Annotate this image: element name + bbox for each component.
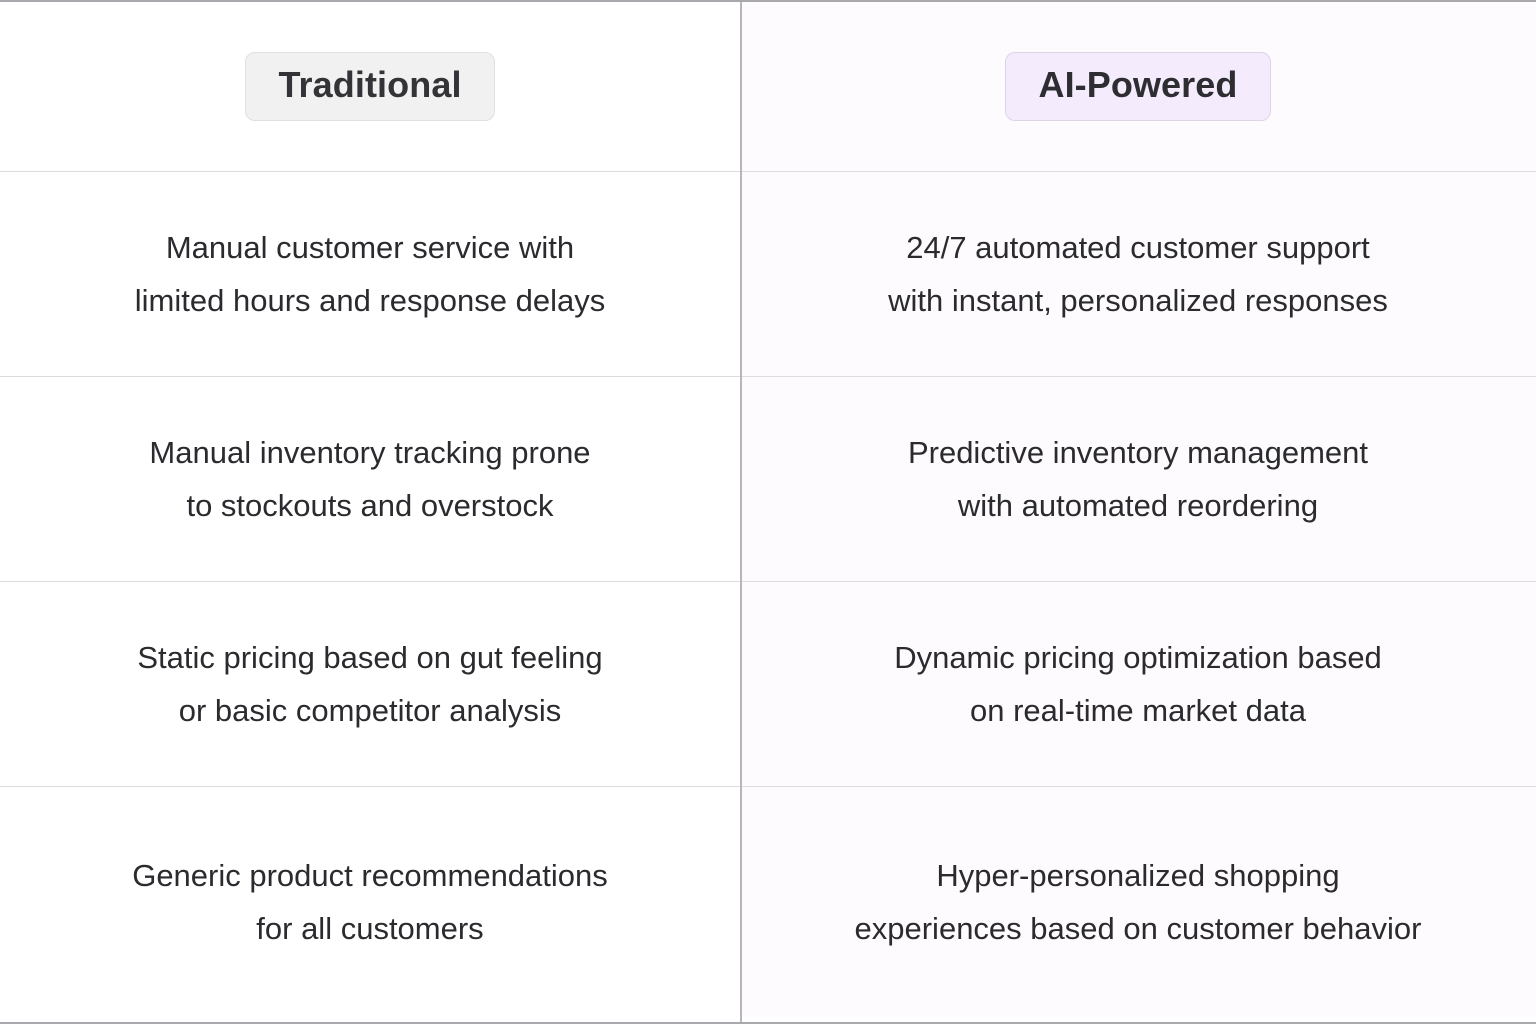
cell-text: Dynamic pricing optimization based on re… xyxy=(894,639,1382,728)
header-cell-traditional: Traditional xyxy=(0,2,740,171)
cell-text: Hyper-personalized shopping experiences … xyxy=(854,857,1422,946)
cell-traditional-4: Generic product recommendations for all … xyxy=(0,787,740,1017)
column-badge-traditional: Traditional xyxy=(245,51,495,122)
cell-traditional-1: Manual customer service with limited hou… xyxy=(0,172,740,376)
cell-traditional-2: Manual inventory tracking prone to stock… xyxy=(0,377,740,581)
table-header-row: Traditional AI-Powered xyxy=(0,2,1536,172)
table-row: Static pricing based on gut feeling or b… xyxy=(0,582,1536,787)
table-row: Manual customer service with limited hou… xyxy=(0,172,1536,377)
cell-text: Generic product recommendations for all … xyxy=(132,857,608,946)
header-cell-ai-powered: AI-Powered xyxy=(740,2,1536,171)
cell-ai-powered-4: Hyper-personalized shopping experiences … xyxy=(740,787,1536,1017)
cell-ai-powered-1: 24/7 automated customer support with ins… xyxy=(740,172,1536,376)
cell-text: Static pricing based on gut feeling or b… xyxy=(137,639,603,728)
table-row: Generic product recommendations for all … xyxy=(0,787,1536,1017)
cell-traditional-3: Static pricing based on gut feeling or b… xyxy=(0,582,740,786)
cell-text: Predictive inventory management with aut… xyxy=(907,434,1369,523)
table-row: Manual inventory tracking prone to stock… xyxy=(0,377,1536,582)
cell-text: Manual customer service with limited hou… xyxy=(134,229,606,318)
cell-ai-powered-3: Dynamic pricing optimization based on re… xyxy=(740,582,1536,786)
cell-text: 24/7 automated customer support with ins… xyxy=(888,229,1388,318)
column-badge-ai-powered: AI-Powered xyxy=(1005,51,1271,122)
cell-text: Manual inventory tracking prone to stock… xyxy=(149,434,591,523)
cell-ai-powered-2: Predictive inventory management with aut… xyxy=(740,377,1536,581)
